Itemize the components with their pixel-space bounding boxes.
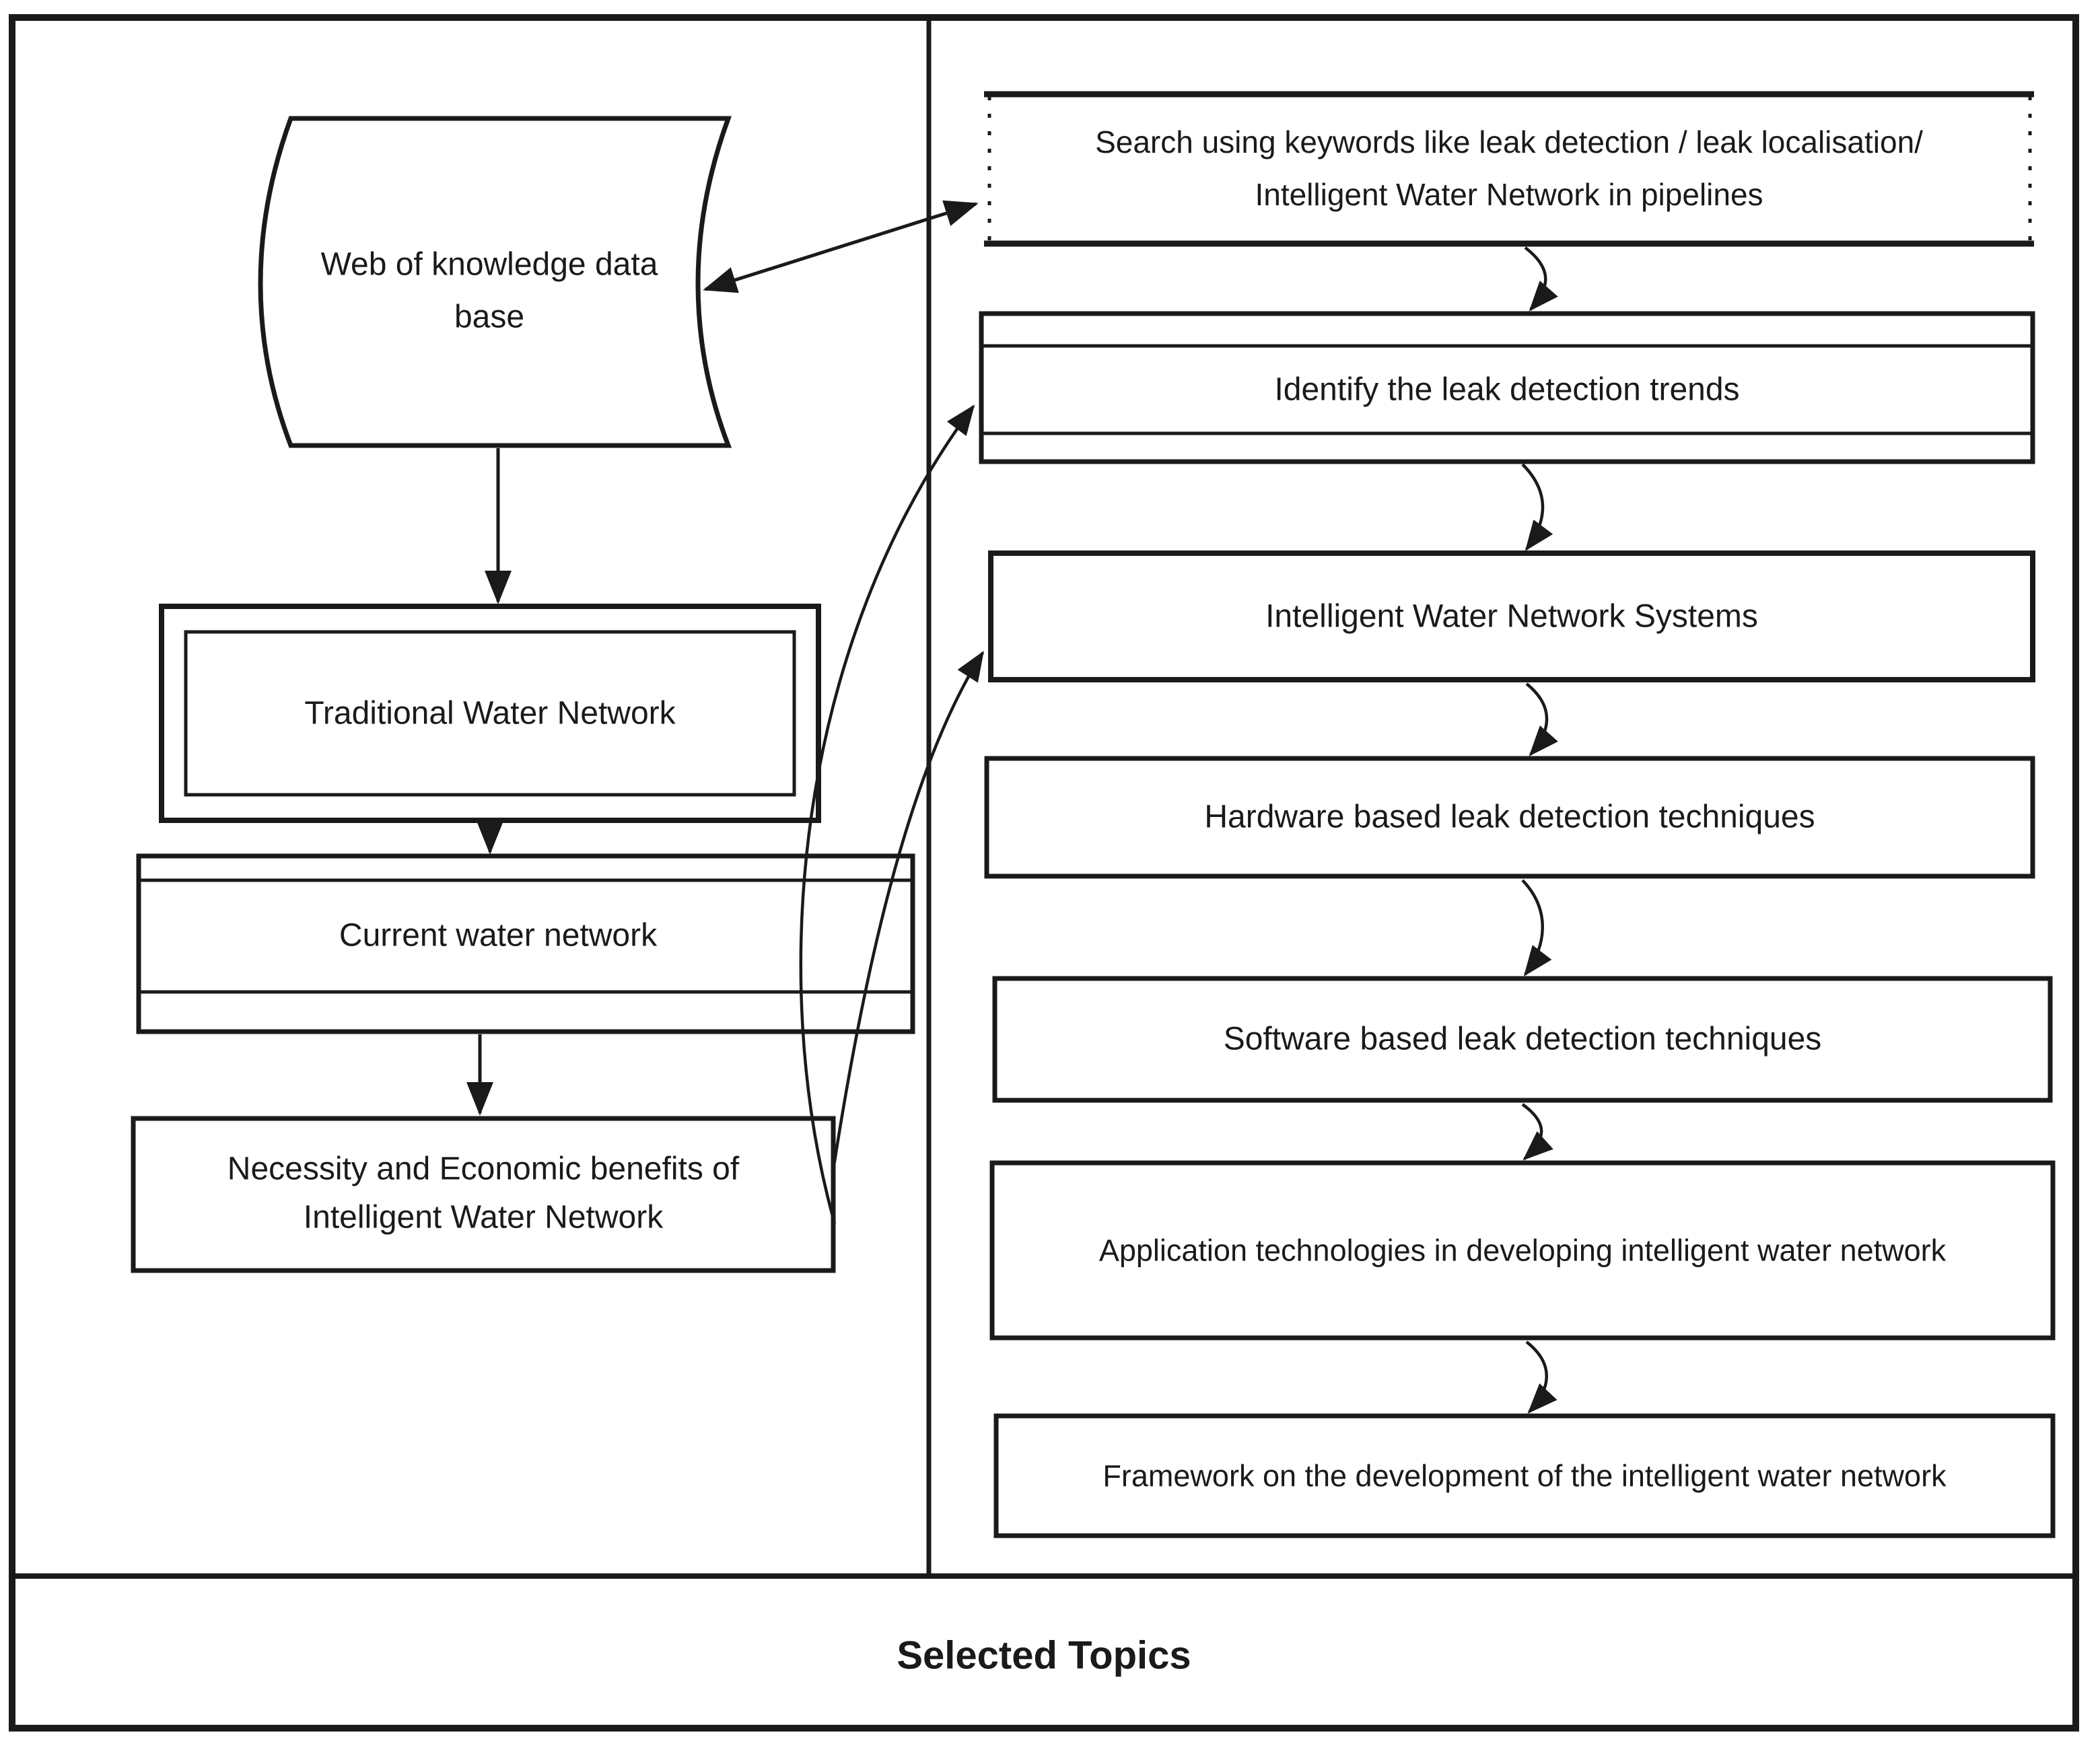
necessity-box: Necessity and Economic benefits of Intel… [131, 1116, 836, 1273]
software-outline [992, 976, 2053, 1103]
current-label: Current water network [339, 918, 658, 954]
systems-outline [988, 550, 2035, 682]
hardware-label: Hardware based leak detection techniques [1204, 799, 1815, 835]
hardware-outline [984, 756, 2035, 879]
search-label-line2: Intelligent Water Network in pipelines [1255, 177, 1763, 212]
necessity-label-line1: Necessity and Economic benefits of [228, 1151, 740, 1187]
curve-necessity-to-systems [832, 650, 984, 1166]
current-outline [136, 853, 915, 1034]
arrow-application-to-framework [1525, 1341, 1558, 1414]
arrow-search-to-identify [1524, 246, 1558, 312]
footer-title: Selected Topics [897, 1634, 1191, 1678]
identify-label: Identify the leak detection trends [1274, 372, 1739, 408]
application-box: Application technologies in developing i… [989, 1160, 2056, 1341]
application-label: Application technologies in developing i… [1099, 1234, 1947, 1268]
search-box: Search using keywords like leak detectio… [984, 91, 2034, 247]
traditional-inner-rect [184, 630, 796, 797]
traditional-label: Traditional Water Network [304, 696, 676, 732]
database-label-line1: Web of knowledge data [321, 247, 658, 283]
identify-box: Identify the leak detection trends [979, 311, 2035, 464]
curve-necessity-to-identify [799, 404, 975, 1224]
arrow-software-to-application [1521, 1103, 1553, 1161]
framework-box: Framework on the development of the inte… [993, 1413, 2056, 1538]
software-box: Software based leak detection techniques [992, 976, 2053, 1103]
database-label-line2: base [454, 299, 524, 335]
traditional-box: Traditional Water Network [159, 604, 821, 823]
systems-box: Intelligent Water Network Systems [988, 550, 2035, 682]
framework-label: Framework on the development of the inte… [1102, 1459, 1947, 1493]
software-label: Software based leak detection techniques [1224, 1022, 1822, 1057]
arrow-systems-to-hardware [1525, 682, 1558, 756]
necessity-outline [131, 1116, 836, 1273]
search-label-line1: Search using keywords like leak detectio… [1095, 124, 1923, 159]
arrow-identify-to-systems [1521, 463, 1553, 551]
application-outline [989, 1160, 2056, 1341]
identify-outline [979, 311, 2035, 464]
arrow-database-search-bidirectional [703, 200, 979, 293]
systems-label: Intelligent Water Network Systems [1265, 599, 1758, 635]
necessity-label-line2: Intelligent Water Network [304, 1200, 664, 1236]
hardware-box: Hardware based leak detection techniques [984, 756, 2035, 879]
database-shape: Web of knowledge data base [258, 116, 732, 448]
arrow-hardware-to-software [1521, 879, 1552, 976]
current-box: Current water network [136, 853, 915, 1034]
framework-outline [993, 1413, 2056, 1538]
